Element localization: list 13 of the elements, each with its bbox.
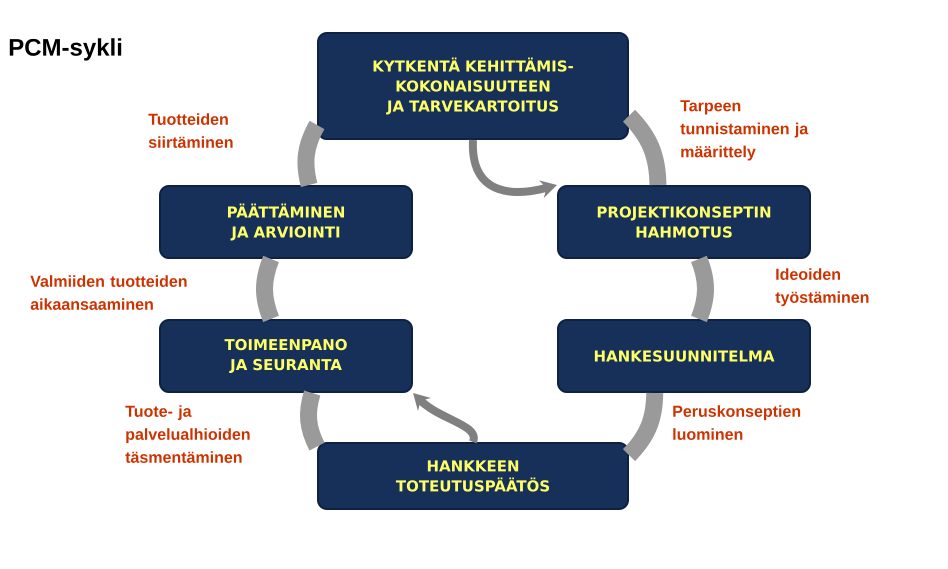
title: PCM-sykli [10,38,122,61]
step-note: Tuotteiden siirtäminen [148,113,233,148]
process-box: HANKKEEN TOTEUTUSPÄÄTÖS [317,442,629,510]
process-box: HANKESUUNNITELMA [557,319,811,393]
process-box: KYTKENTÄ KEHITTÄMIS- KOKONAISUUTEEN JA TARVEKARTOITUS [317,32,629,140]
step-note: Tarpeen tunnistaminen ja määrittely [680,100,808,161]
step-note: Peruskonseptien luominen [673,405,800,440]
step-note: Ideoiden työstäminen [775,268,868,306]
step-note: Valmiiden tuotteiden aikaansaaminen [30,275,187,310]
process-box: TOIMEENPANO JA SEURANTA [159,319,413,393]
step-note: Tuote- ja palvelualhioiden täsmentäminen [125,405,250,463]
process-box: PROJEKTIKONSEPTIN HAHMOTUS [557,185,811,259]
process-box: PÄÄTTÄMINEN JA ARVIOINTI [159,185,413,259]
